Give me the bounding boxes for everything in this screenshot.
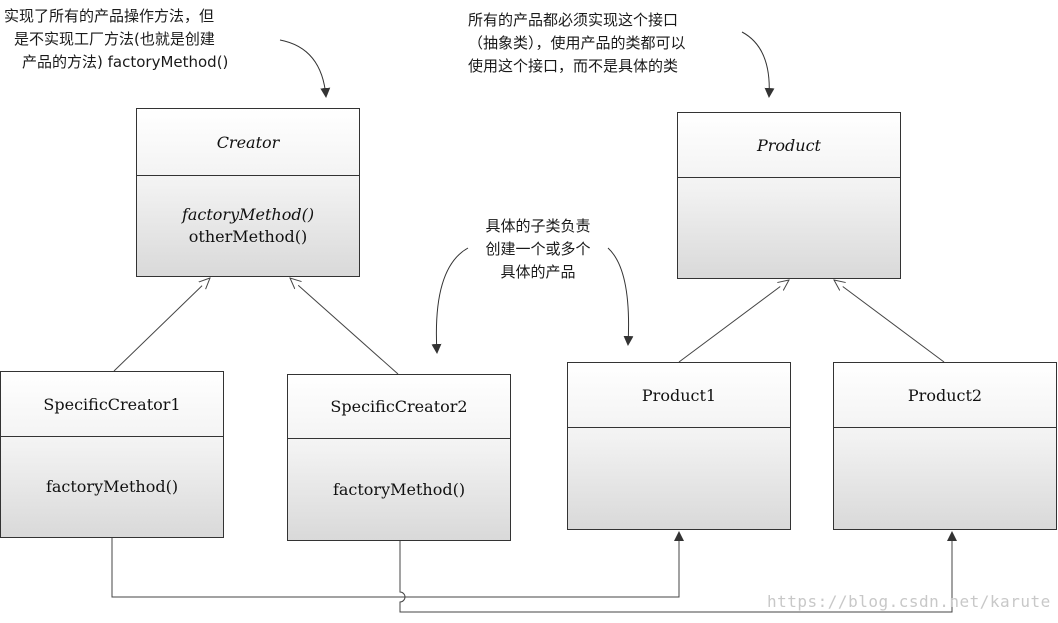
note-product-line-1: 所有的产品都必须实现这个接口 — [468, 11, 679, 29]
class-creator-methods: factoryMethod() otherMethod() — [137, 176, 359, 276]
note-subclass: 具体的子类负责 创建一个或多个 具体的产品 — [470, 215, 606, 284]
class-creator-method-other: otherMethod() — [188, 227, 308, 246]
note-subclass-line-1: 具体的子类负责 — [485, 217, 591, 235]
inherit-line-p1 — [678, 280, 789, 363]
class-creator-method-factory: factoryMethod() — [181, 205, 315, 224]
class-creator-name: Creator — [137, 109, 359, 176]
creates-line-sc1-p1 — [111, 531, 684, 598]
note-product-line-3: 使用这个接口，而不是具体的类 — [468, 57, 679, 75]
class-specific-creator1-methods: factoryMethod() — [1, 437, 223, 537]
class-product[interactable]: Product — [677, 112, 901, 279]
class-product2[interactable]: Product2 — [833, 362, 1057, 530]
class-creator[interactable]: Creator factoryMethod() otherMethod() — [136, 108, 360, 277]
note-creator: 实现了所有的产品操作方法，但 是不实现工厂方法(也就是创建 产品的方法) fac… — [4, 5, 228, 74]
inherit-line-sc2 — [290, 278, 399, 375]
note-creator-line-1: 实现了所有的产品操作方法，但 — [4, 7, 215, 25]
inherit-line-sc1 — [113, 278, 210, 372]
note-creator-line-3: 产品的方法) factoryMethod() — [22, 53, 229, 71]
note-product-line-2: （抽象类），使用产品的类都可以 — [468, 34, 686, 52]
class-specific-creator2-methods: factoryMethod() — [288, 439, 510, 540]
class-specific-creator2-name: SpecificCreator2 — [288, 375, 510, 439]
note-arrow-creator — [279, 39, 331, 98]
class-specific-creator1[interactable]: SpecificCreator1 factoryMethod() — [0, 371, 224, 538]
note-subclass-line-3: 具体的产品 — [500, 263, 576, 281]
note-subclass-line-2: 创建一个或多个 — [485, 240, 591, 258]
watermark-text: https://blog.csdn.net/karute — [767, 592, 1051, 611]
class-product1[interactable]: Product1 — [567, 362, 791, 530]
note-creator-line-2: 是不实现工厂方法(也就是创建 — [14, 30, 215, 48]
note-product: 所有的产品都必须实现这个接口 （抽象类），使用产品的类都可以 使用这个接口，而不… — [468, 9, 686, 78]
note-arrow-subclass-left — [431, 247, 469, 354]
note-arrow-product — [741, 31, 775, 98]
class-product-name: Product — [678, 113, 900, 178]
class-specific-creator2-method: factoryMethod() — [332, 479, 466, 499]
class-product2-name: Product2 — [834, 363, 1056, 428]
note-arrow-subclass-right — [607, 247, 634, 346]
inherit-line-p2 — [834, 280, 945, 363]
class-specific-creator1-method: factoryMethod() — [45, 477, 179, 496]
creates-line-sc2-p2 — [399, 531, 957, 613]
class-specific-creator2[interactable]: SpecificCreator2 factoryMethod() — [287, 374, 511, 541]
class-product1-name: Product1 — [568, 363, 790, 428]
class-specific-creator1-name: SpecificCreator1 — [1, 372, 223, 437]
